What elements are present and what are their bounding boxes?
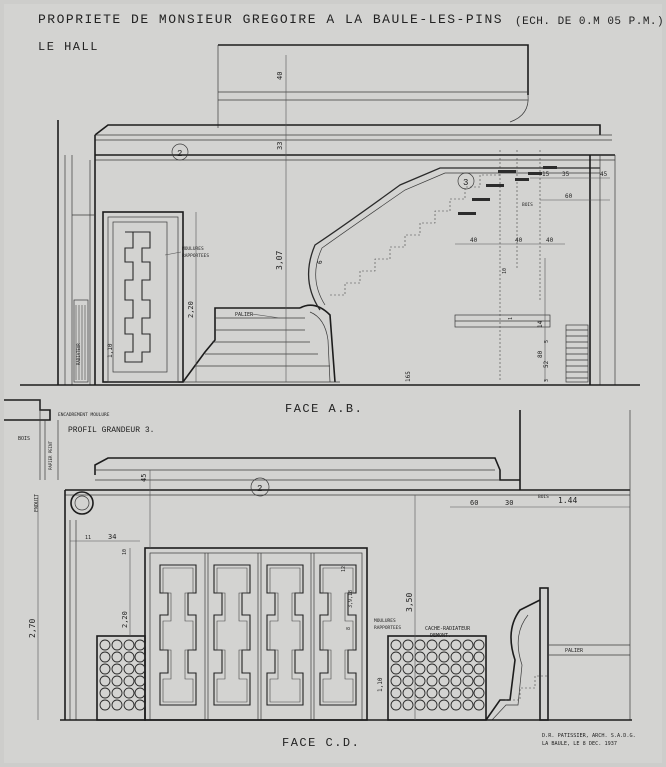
dim-ab-35: 35: [562, 171, 570, 178]
dim-cd-220: 2,20: [121, 611, 129, 628]
profile-papier: PAPIER PEINT: [48, 441, 53, 470]
note-bois-ab: BOIS: [522, 202, 533, 208]
note-palier-ab: PALIER: [235, 312, 254, 318]
profile-enc-label: ENCADREMENT MOULURE: [58, 412, 110, 418]
marker-2-ab: 2: [177, 149, 182, 159]
dim-cd-350: 3,50: [405, 593, 414, 612]
dim-ab-220: 2,20: [187, 301, 195, 318]
dim-ab-33: 33: [276, 142, 284, 150]
dim-cd-144: 1.44: [558, 496, 577, 505]
dim-cd-110: 1,10: [377, 677, 384, 692]
dim-cd-270: 2,70: [28, 619, 37, 638]
elevation-face-ab: RADIATEUR MOULURES RAPPORTEES 2 PALIER: [20, 44, 640, 416]
dim-ab-5: 5: [544, 340, 550, 343]
dim-cd-12: 12: [341, 566, 347, 572]
note-rapportees-ab: RAPPORTEES: [182, 253, 209, 259]
dim-ab-15: 15: [542, 171, 550, 178]
dim-ab-40c: 40: [515, 237, 523, 244]
profile-label: PROFIL GRANDEUR 3.: [68, 426, 154, 435]
note-moulures-cd: MOULURES: [374, 618, 396, 624]
marker-2-cd: 2: [257, 484, 262, 494]
dim-ab-45: 45: [600, 171, 608, 178]
elevation-face-cd: 2: [28, 410, 632, 750]
dim-ab-6: 6: [317, 260, 324, 264]
dim-ab-60: 60: [565, 193, 573, 200]
signature-line2: LA BAULE, LE 8 DEC. 1937: [542, 741, 617, 747]
dim-ab-3: 3: [544, 379, 550, 382]
title-room: LE HALL: [38, 40, 99, 54]
caption-face-ab: FACE A.B.: [285, 402, 363, 416]
caption-face-cd: FACE C.D.: [282, 736, 360, 750]
radiator-grille-left: [99, 639, 146, 711]
dim-ab-1: 1: [508, 317, 514, 320]
dim-cd-30: 30: [505, 499, 513, 507]
dim-cd-60: 60: [470, 499, 478, 507]
dim-cd-11: 11: [85, 535, 91, 541]
dim-ab-110: 1,10: [107, 343, 114, 358]
title-main: PROPRIETE DE MONSIEUR GREGOIRE A LA BAUL…: [38, 12, 503, 27]
note-rapportees-cd: RAPPORTEES: [374, 625, 401, 631]
dim-ab-52: 52: [543, 360, 550, 368]
title-scale: (ECH. DE 0.M 05 P.M.): [515, 16, 664, 28]
signature-line1: D.R. PATISSIER, ARCH. S.A.D.G.: [542, 733, 636, 739]
dim-cd-34: 34: [108, 533, 116, 541]
dim-ab-307: 3,07: [275, 251, 284, 270]
dim-ab-80: 80: [537, 350, 544, 358]
dim-ab-14: 14: [537, 320, 544, 328]
dim-ab-40b: 40: [470, 237, 478, 244]
dim-ab-165: 165: [405, 371, 412, 382]
dim-cd-3918: 3,9,18: [348, 590, 354, 608]
note-bois-cd: BOIS: [538, 494, 549, 500]
note-palier-cd: PALIER: [565, 648, 584, 654]
profile-detail: ENCADREMENT MOULURE PROFIL GRANDEUR 3. B…: [4, 399, 154, 512]
dim-cd-10: 10: [122, 549, 128, 555]
dim-ab-40: 40: [276, 72, 284, 80]
note-demont: DEMONT.: [430, 633, 451, 639]
profile-bois: BOIS: [18, 436, 30, 442]
note-moulures-ab: MOULURES: [182, 246, 204, 252]
dim-cd-45: 45: [140, 474, 148, 482]
radiator-grille-right: [390, 639, 485, 711]
dim-ab-10: 10: [502, 268, 508, 274]
marker-3-ab: 3: [463, 178, 468, 188]
note-cache: CACHE-RADIATEUR: [425, 626, 471, 632]
profile-enduit: ENDUIT: [34, 494, 40, 512]
note-radiator: RADIATEUR: [76, 343, 81, 365]
dim-ab-40d: 40: [546, 237, 554, 244]
dim-cd-8: 8: [346, 627, 352, 630]
